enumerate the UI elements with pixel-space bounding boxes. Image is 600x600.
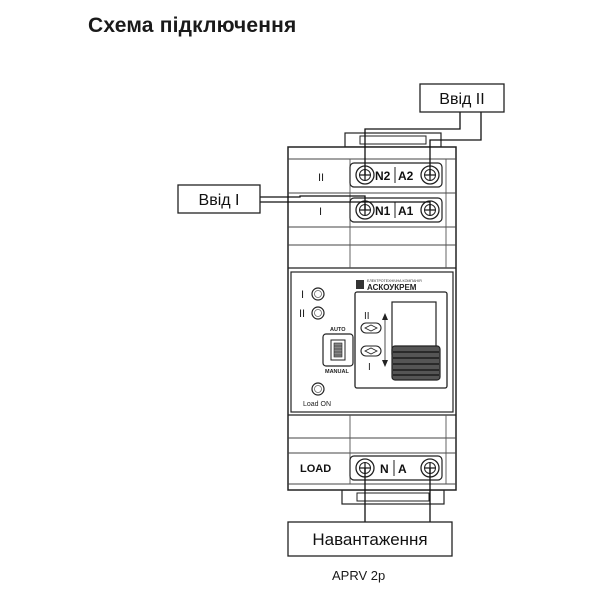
switch-slot bbox=[391, 301, 437, 355]
led-1-indicator bbox=[311, 287, 325, 301]
terminal-block-load bbox=[349, 455, 443, 481]
led-2-indicator bbox=[311, 306, 325, 320]
wire-input-1 bbox=[260, 195, 431, 210]
page-title: Схема підключення bbox=[88, 14, 297, 37]
bottom-clip-inner bbox=[356, 492, 430, 502]
load-on-indicator bbox=[311, 382, 325, 396]
mode-manual-label: MANUAL bbox=[325, 369, 349, 375]
top-clip-inner bbox=[359, 135, 427, 145]
terminal-a2: A2 bbox=[398, 169, 414, 183]
mode-auto-label: AUTO bbox=[330, 327, 346, 333]
load-box: Навантаження bbox=[287, 521, 453, 557]
row2-label: II bbox=[318, 172, 324, 184]
row1-label: I bbox=[319, 206, 322, 218]
brand-small-text: ЕЛЕКТРОТЕХНІЧНА КОМПАНІЯ bbox=[367, 279, 422, 283]
wire-load bbox=[364, 468, 431, 522]
terminal-a1: A1 bbox=[398, 204, 414, 218]
input-1-box: Ввід I bbox=[177, 184, 261, 214]
model-caption: APRV 2p bbox=[332, 568, 386, 583]
input-2-box: Ввід II bbox=[419, 83, 505, 113]
mode-selector-switch[interactable] bbox=[322, 333, 354, 367]
switch-position-2-label: II bbox=[364, 311, 370, 322]
direction-arrow-icon bbox=[382, 313, 388, 367]
input-2-label: Ввід II bbox=[439, 91, 484, 108]
terminal-n2: N2 bbox=[375, 169, 391, 183]
load-row-label: LOAD bbox=[300, 463, 331, 475]
led-2-label: II bbox=[299, 308, 305, 320]
switch-down-button[interactable] bbox=[360, 345, 382, 357]
terminal-block-row1 bbox=[349, 197, 443, 223]
switch-lever[interactable] bbox=[391, 345, 441, 381]
brand-text: АСКОУКРЕМ bbox=[367, 283, 417, 292]
wire-input-2 bbox=[364, 112, 482, 175]
terminal-n1: N1 bbox=[375, 204, 391, 218]
brand-logo: ЕЛЕКТРОТЕХНІЧНА КОМПАНІЯ АСКОУКРЕМ bbox=[356, 279, 422, 292]
terminal-load-n: N bbox=[380, 462, 389, 476]
switch-position-1-label: I bbox=[368, 362, 371, 373]
terminal-block-row2 bbox=[349, 162, 443, 188]
load-on-label: Load ON bbox=[303, 401, 331, 408]
terminal-load-a: A bbox=[398, 462, 407, 476]
switch-up-button[interactable] bbox=[360, 322, 382, 334]
led-1-label: I bbox=[301, 289, 304, 301]
load-label: Навантаження bbox=[312, 530, 427, 549]
input-1-label: Ввід I bbox=[199, 192, 240, 209]
